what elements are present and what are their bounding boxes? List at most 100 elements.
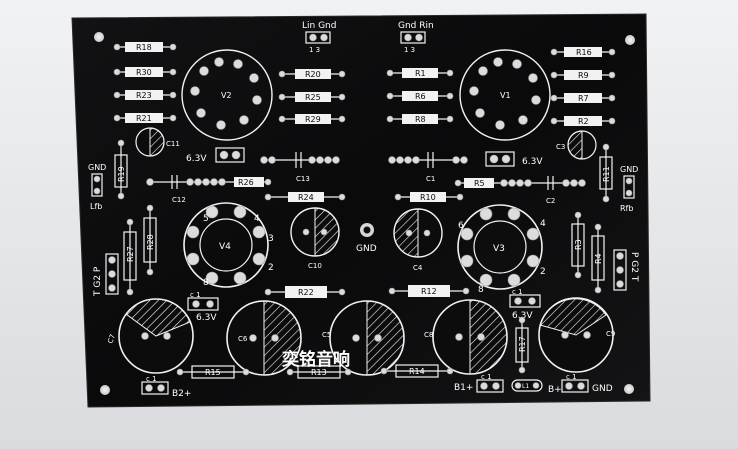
heater-connector-br: c 1 6.3V [509, 288, 541, 321]
capacitor-c1: C1 [388, 152, 468, 183]
connector-lfb: GND Lfb [88, 163, 106, 211]
svg-text:R25: R25 [305, 93, 321, 102]
svg-text:R6: R6 [415, 92, 426, 101]
capacitor-c11: C11 [135, 127, 180, 157]
capacitor-c9: C9 [538, 297, 615, 373]
svg-text:T G2 P: T G2 P [93, 266, 103, 297]
svg-text:V4: V4 [219, 242, 231, 252]
heater-connector-right: 6.3V [485, 151, 543, 167]
svg-text:R10: R10 [420, 193, 436, 202]
tube-socket-v3: 6 4 8 2 V3 [457, 204, 546, 295]
resistor-r11: R11 [599, 143, 613, 203]
svg-text:V2: V2 [221, 91, 232, 100]
gnd-rin-pins: 1 3 [404, 46, 415, 54]
svg-text:R15: R15 [205, 368, 221, 377]
svg-text:GND: GND [592, 384, 613, 394]
resistor-r10: R10 [394, 192, 464, 202]
svg-text:R14: R14 [409, 367, 425, 376]
resistor-r22: R22 [264, 286, 346, 298]
svg-text:R26: R26 [238, 178, 254, 187]
svg-text:C4: C4 [413, 264, 423, 272]
capacitor-c7: C7 [106, 298, 194, 374]
resistor-r21: R21 [113, 113, 177, 123]
tube-socket-v4: 5 4 3 2 8 V4 [183, 202, 274, 288]
connector-rfb: GND Rfb [620, 165, 638, 213]
capacitor-c13: C13 [260, 152, 340, 183]
svg-text:GND: GND [356, 244, 377, 254]
resistor-r7: R7 [550, 93, 616, 103]
capacitor-c4: C4 [393, 208, 443, 272]
svg-text:B+: B+ [548, 385, 562, 395]
resistor-r29: R29 [278, 114, 346, 124]
capacitor-c10: C10 [290, 207, 340, 270]
svg-text:Lfb: Lfb [90, 202, 102, 211]
svg-text:C12: C12 [172, 196, 186, 204]
svg-text:R23: R23 [136, 91, 152, 100]
svg-text:GND: GND [620, 165, 638, 174]
connector-b2: c 1 B2+ [141, 375, 191, 399]
svg-text:R27: R27 [126, 246, 135, 262]
capacitor-c12: C12 [146, 175, 228, 204]
svg-text:6.3V: 6.3V [186, 154, 207, 164]
heater-connector-left: 6.3V [186, 147, 245, 164]
svg-text:C1: C1 [426, 175, 435, 183]
svg-text:c 1: c 1 [481, 373, 492, 381]
svg-text:C3: C3 [556, 143, 565, 151]
resistor-r9: R9 [550, 70, 616, 80]
svg-text:C6: C6 [238, 335, 248, 343]
svg-text:6.3V: 6.3V [196, 313, 217, 323]
resistor-r15: R15 [176, 365, 250, 379]
svg-text:8: 8 [478, 285, 484, 295]
resistor-r30: R30 [113, 67, 177, 77]
connector-bplus-gnd: B+ c 1 GND [548, 373, 613, 395]
svg-text:6.3V: 6.3V [512, 311, 533, 321]
resistor-r5: R5 [454, 178, 500, 188]
tube-socket-v1: V1 [459, 49, 551, 141]
svg-text:6: 6 [458, 221, 464, 231]
svg-text:c 1: c 1 [190, 291, 201, 299]
svg-text:c 1: c 1 [512, 288, 523, 296]
resistor-r14: R14 [380, 364, 454, 378]
resistor-r12: R12 [388, 285, 470, 297]
svg-text:R13: R13 [311, 368, 327, 377]
connector-right-pgt: P G2 T [613, 249, 639, 291]
resistor-r8: R8 [386, 114, 454, 124]
svg-text:R22: R22 [298, 288, 314, 297]
lin-gnd-pins: 1 3 [309, 46, 320, 54]
svg-text:V3: V3 [493, 244, 505, 254]
svg-text:B2+: B2+ [172, 389, 191, 399]
svg-text:C7: C7 [106, 333, 117, 345]
svg-text:2: 2 [540, 267, 546, 277]
svg-text:C2: C2 [546, 197, 555, 205]
capacitor-c8: C8 [424, 299, 508, 375]
svg-text:V1: V1 [500, 91, 511, 100]
svg-text:6.3V: 6.3V [522, 157, 543, 167]
resistor-r27: R27 [123, 218, 137, 296]
svg-text:C8: C8 [424, 331, 433, 339]
svg-text:C10: C10 [308, 262, 322, 270]
connector-b1: B1+ c 1 [454, 373, 504, 393]
resistor-r25: R25 [278, 92, 346, 102]
svg-text:3: 3 [268, 234, 274, 244]
svg-text:R7: R7 [578, 94, 589, 103]
gnd-rin-label: Gnd Rin [398, 21, 434, 31]
connector-lin-gnd: Lin Gnd 1 3 [302, 21, 336, 54]
resistor-r19: R19 [114, 139, 128, 200]
pcb-board [71, 13, 651, 408]
svg-text:GND: GND [88, 163, 106, 172]
svg-text:R11: R11 [602, 166, 611, 182]
svg-text:4: 4 [254, 214, 260, 224]
capacitor-c2: C2 [500, 176, 586, 205]
connector-gnd-rin: Gnd Rin 1 3 [398, 21, 434, 54]
svg-text:c 1: c 1 [566, 373, 577, 381]
lin-gnd-label: Lin Gnd [302, 21, 336, 31]
svg-text:R21: R21 [136, 114, 152, 123]
svg-text:R3: R3 [574, 239, 583, 250]
svg-text:R8: R8 [415, 115, 426, 124]
svg-text:C11: C11 [166, 140, 180, 148]
resistor-r24: R24 [264, 192, 346, 202]
resistor-r4: R4 [591, 223, 605, 294]
resistor-r28: R28 [143, 204, 157, 276]
resistor-r13: R13 [286, 365, 352, 379]
